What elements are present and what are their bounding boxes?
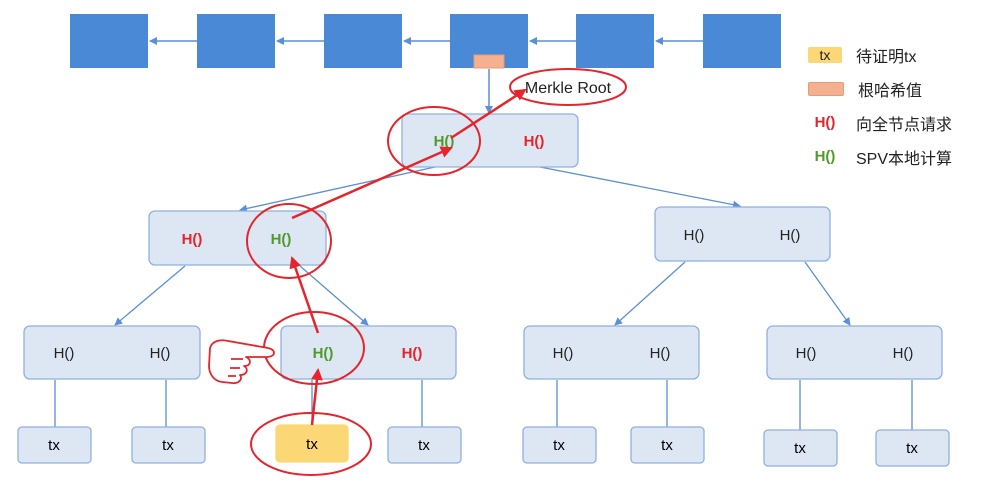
level1-left-node: H() H() bbox=[148, 210, 327, 266]
level2-node-d: H() H() bbox=[766, 325, 943, 380]
merkle-root-label-circle bbox=[509, 68, 627, 106]
root-hash-swatch bbox=[473, 54, 505, 69]
node-right-hash: H() bbox=[402, 345, 423, 362]
block-2 bbox=[197, 14, 275, 68]
node-left-hash: H() bbox=[796, 345, 817, 362]
legend-swatch-red-hash: H() bbox=[814, 114, 836, 131]
tx-leaf: tx bbox=[387, 426, 462, 464]
tree-edges bbox=[54, 166, 913, 430]
tx-leaf: tx bbox=[131, 426, 206, 464]
leaf-transactions: tx tx tx tx tx tx tx tx bbox=[17, 424, 950, 467]
legend: tx 待证明tx 根哈希值 H() 向全节点请求 H() SPV本地计算 bbox=[808, 44, 988, 180]
level2-node-c: H() H() bbox=[523, 325, 700, 380]
block-6 bbox=[703, 14, 781, 68]
legend-item-root-hash: 根哈希值 bbox=[808, 78, 988, 100]
block-3 bbox=[324, 14, 402, 68]
tx-leaf: tx bbox=[522, 426, 597, 464]
node-right-hash: H() bbox=[780, 227, 801, 244]
legend-item-local: H() SPV本地计算 bbox=[808, 146, 988, 169]
proof-arrow-root-to-label bbox=[450, 88, 527, 140]
tx-label: tx bbox=[553, 437, 565, 454]
node-right-hash: H() bbox=[893, 345, 914, 362]
legend-label: 向全节点请求 bbox=[856, 117, 953, 134]
node-left-hash: H() bbox=[54, 345, 75, 362]
legend-label: SPV本地计算 bbox=[856, 151, 953, 168]
tx-leaf: tx bbox=[17, 426, 92, 464]
node-left-hash: H() bbox=[434, 133, 455, 150]
node-right-hash: H() bbox=[650, 345, 671, 362]
legend-item-request: H() 向全节点请求 bbox=[808, 112, 988, 135]
tx-to-prove-circle bbox=[250, 412, 372, 476]
legend-swatch-root-hash bbox=[808, 82, 844, 96]
edge bbox=[539, 166, 741, 209]
level2-node-b: H() H() bbox=[280, 325, 457, 380]
proof-arrow-l2-to-l1 bbox=[289, 256, 320, 334]
edge bbox=[239, 166, 436, 213]
root-hash-circle bbox=[387, 106, 481, 176]
node-left-hash: H() bbox=[182, 231, 203, 248]
legend-label: 待证明tx bbox=[856, 49, 917, 66]
edge bbox=[299, 265, 369, 326]
hash-nodes: H() H() H() H() H() H() H() H() H() H() … bbox=[23, 113, 943, 380]
node-left-hash: H() bbox=[313, 345, 334, 362]
tx-label: tx bbox=[906, 440, 918, 457]
blockchain bbox=[70, 14, 781, 114]
level1-right-node: H() H() bbox=[654, 206, 831, 262]
block-5 bbox=[576, 14, 654, 68]
legend-swatch-tx: tx bbox=[808, 47, 842, 63]
tx-label: tx bbox=[794, 440, 806, 457]
node-right-hash: H() bbox=[271, 231, 292, 248]
edge bbox=[614, 261, 686, 326]
legend-label: 根哈希值 bbox=[858, 83, 923, 100]
node-left-hash: H() bbox=[684, 227, 705, 244]
proof-arrow-l1-to-root bbox=[291, 146, 453, 220]
edge bbox=[804, 261, 851, 326]
level2-node-a: H() H() bbox=[23, 325, 201, 380]
node-left-hash: H() bbox=[553, 345, 574, 362]
block-1 bbox=[70, 14, 148, 68]
merkle-root-label: Merkle Root bbox=[525, 80, 612, 97]
edge bbox=[114, 265, 186, 326]
level1-hash-circle bbox=[246, 203, 332, 279]
tx-leaf: tx bbox=[875, 429, 950, 467]
tx-leaf: tx bbox=[630, 426, 705, 464]
node-right-hash: H() bbox=[524, 133, 545, 150]
tx-leaf: tx bbox=[763, 429, 838, 467]
tx-label: tx bbox=[48, 437, 60, 454]
node-right-hash: H() bbox=[150, 345, 171, 362]
proof-arrow-tx-to-l2 bbox=[310, 368, 323, 426]
tx-leaf-to-prove: tx bbox=[275, 424, 349, 463]
tx-label: tx bbox=[418, 437, 430, 454]
tx-label: tx bbox=[162, 437, 174, 454]
tx-label: tx bbox=[661, 437, 673, 454]
proof-path-arrows bbox=[289, 88, 527, 426]
legend-item-tx: tx 待证明tx bbox=[808, 44, 988, 66]
legend-swatch-green-hash: H() bbox=[814, 148, 836, 165]
tx-label: tx bbox=[306, 436, 318, 453]
pointing-hand-icon bbox=[208, 339, 275, 385]
